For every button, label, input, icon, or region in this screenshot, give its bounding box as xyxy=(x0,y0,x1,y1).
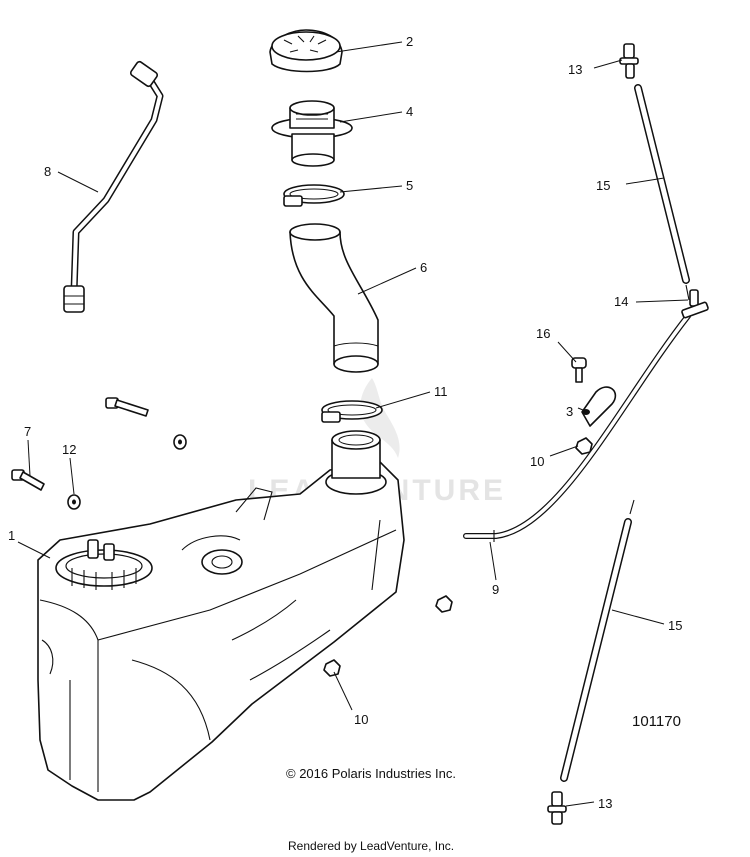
nut-on-tank-side xyxy=(435,595,453,613)
vent-line xyxy=(63,60,164,313)
callout-8: 8 xyxy=(44,164,51,179)
filler-hose xyxy=(289,223,379,373)
hose-clamp-lower xyxy=(321,400,383,423)
callout-16: 16 xyxy=(536,326,550,341)
callout-10-bottom: 10 xyxy=(354,712,368,727)
figure-number: 101170 xyxy=(632,713,681,730)
callout-15-upper: 15 xyxy=(596,178,610,193)
callout-7: 7 xyxy=(24,424,31,439)
callout-13-top: 13 xyxy=(568,62,582,77)
callout-14: 14 xyxy=(614,294,628,309)
washer-lower xyxy=(67,494,81,510)
bolt-upper xyxy=(105,397,149,417)
nut-bottom xyxy=(323,659,341,677)
fuel-cap xyxy=(269,29,343,73)
callout-2: 2 xyxy=(406,34,413,49)
rendered-by: Rendered by LeadVenture, Inc. xyxy=(288,839,454,853)
leader-lines xyxy=(17,41,689,807)
callout-1: 1 xyxy=(8,528,15,543)
callout-labels: 2 4 5 6 8 11 7 12 1 10 9 10 16 3 14 13 1… xyxy=(8,34,682,811)
callout-4: 4 xyxy=(406,104,413,119)
fuel-line-lower xyxy=(560,499,635,782)
connector-top xyxy=(619,43,639,79)
nut-clip xyxy=(575,437,593,455)
fuel-tank xyxy=(37,430,405,801)
callout-3: 3 xyxy=(566,404,573,419)
washer-upper xyxy=(173,434,187,450)
callout-9: 9 xyxy=(492,582,499,597)
filler-neck xyxy=(271,100,353,167)
callout-5: 5 xyxy=(406,178,413,193)
callout-10-clip: 10 xyxy=(530,454,544,469)
callout-11: 11 xyxy=(434,384,448,399)
p-clip xyxy=(581,386,617,427)
callout-13-bottom: 13 xyxy=(598,796,612,811)
hose-clamp-upper xyxy=(283,184,345,207)
vent-hose xyxy=(463,313,691,542)
bolt-lower xyxy=(11,469,45,491)
connector-bottom xyxy=(547,791,567,825)
tee-fitting xyxy=(681,289,709,319)
screw xyxy=(571,357,587,383)
copyright: © 2016 Polaris Industries Inc. xyxy=(286,766,456,781)
callout-6: 6 xyxy=(420,260,427,275)
callout-12: 12 xyxy=(62,442,76,457)
fuel-line-upper xyxy=(634,84,690,301)
callout-15-lower: 15 xyxy=(668,618,682,633)
